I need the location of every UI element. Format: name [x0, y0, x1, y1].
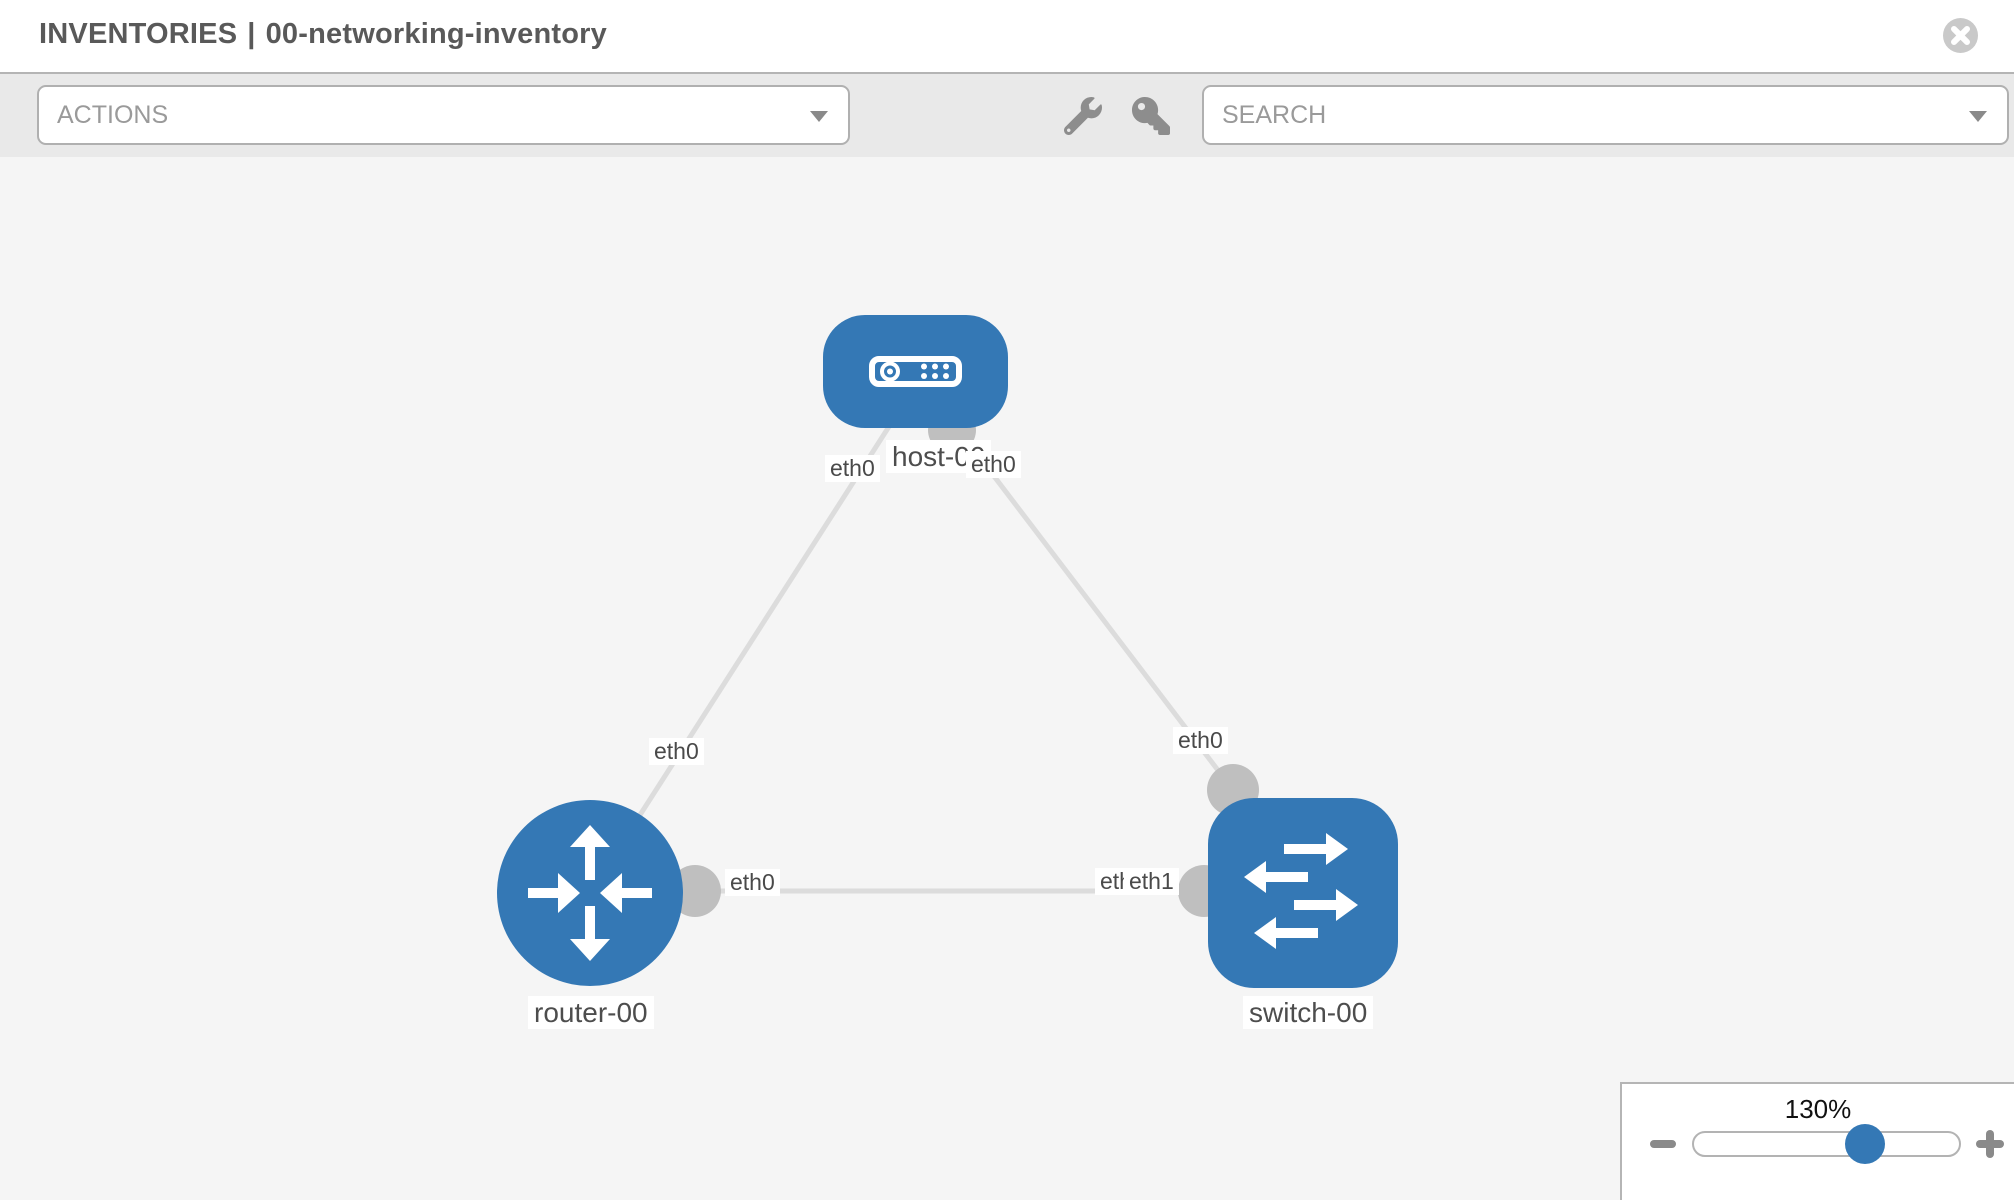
zoom-out-icon[interactable]: [1650, 1140, 1676, 1148]
iface-label-router-right: eth0: [725, 869, 780, 896]
node-router[interactable]: [497, 800, 683, 986]
host-icon: [869, 356, 962, 387]
credentials-button[interactable]: [1132, 97, 1170, 135]
zoom-slider-track[interactable]: [1692, 1131, 1961, 1157]
topology-canvas[interactable]: host-00 router-00 switch-00 eth0 eth0 et…: [0, 157, 2014, 1200]
zoom-control-panel: 130%: [1620, 1082, 2014, 1200]
zoom-slider-thumb[interactable]: [1845, 1124, 1885, 1164]
iface-label-host-right: eth0: [966, 451, 1021, 478]
header-bar: INVENTORIES | 00-networking-inventory: [0, 0, 2014, 72]
iface-label-host-router: eth0: [649, 738, 704, 765]
close-icon: [1943, 18, 1978, 53]
breadcrumb-separator: |: [247, 18, 256, 50]
iface-label-switch-eth1: eth1: [1124, 868, 1179, 895]
close-button[interactable]: [1943, 18, 1978, 53]
iface-label-host-switch: eth0: [1173, 727, 1228, 754]
wrench-icon: [1063, 97, 1102, 136]
breadcrumb-section: INVENTORIES: [39, 18, 238, 50]
router-icon: [528, 825, 652, 961]
key-icon: [1132, 97, 1170, 135]
actions-dropdown-label: ACTIONS: [57, 101, 169, 129]
node-label-switch: switch-00: [1243, 996, 1374, 1029]
topology-graph: [587, 406, 1303, 917]
page-title: INVENTORIES | 00-networking-inventory: [39, 18, 607, 51]
node-label-router: router-00: [528, 996, 654, 1029]
search-placeholder: SEARCH: [1222, 101, 1327, 129]
zoom-level-label: 130%: [1784, 1094, 1852, 1124]
node-switch[interactable]: [1208, 798, 1398, 988]
chevron-down-icon: [810, 111, 828, 122]
tools-button[interactable]: [1063, 97, 1102, 136]
search-input[interactable]: SEARCH: [1202, 85, 2009, 145]
iface-label-host-left: eth0: [825, 455, 880, 482]
actions-dropdown[interactable]: ACTIONS: [37, 85, 850, 145]
breadcrumb-item: 00-networking-inventory: [265, 18, 607, 50]
zoom-in-icon[interactable]: [1976, 1130, 2004, 1158]
node-host[interactable]: [823, 315, 1008, 428]
switch-icon: [1244, 833, 1358, 949]
chevron-down-icon: [1969, 111, 1987, 122]
